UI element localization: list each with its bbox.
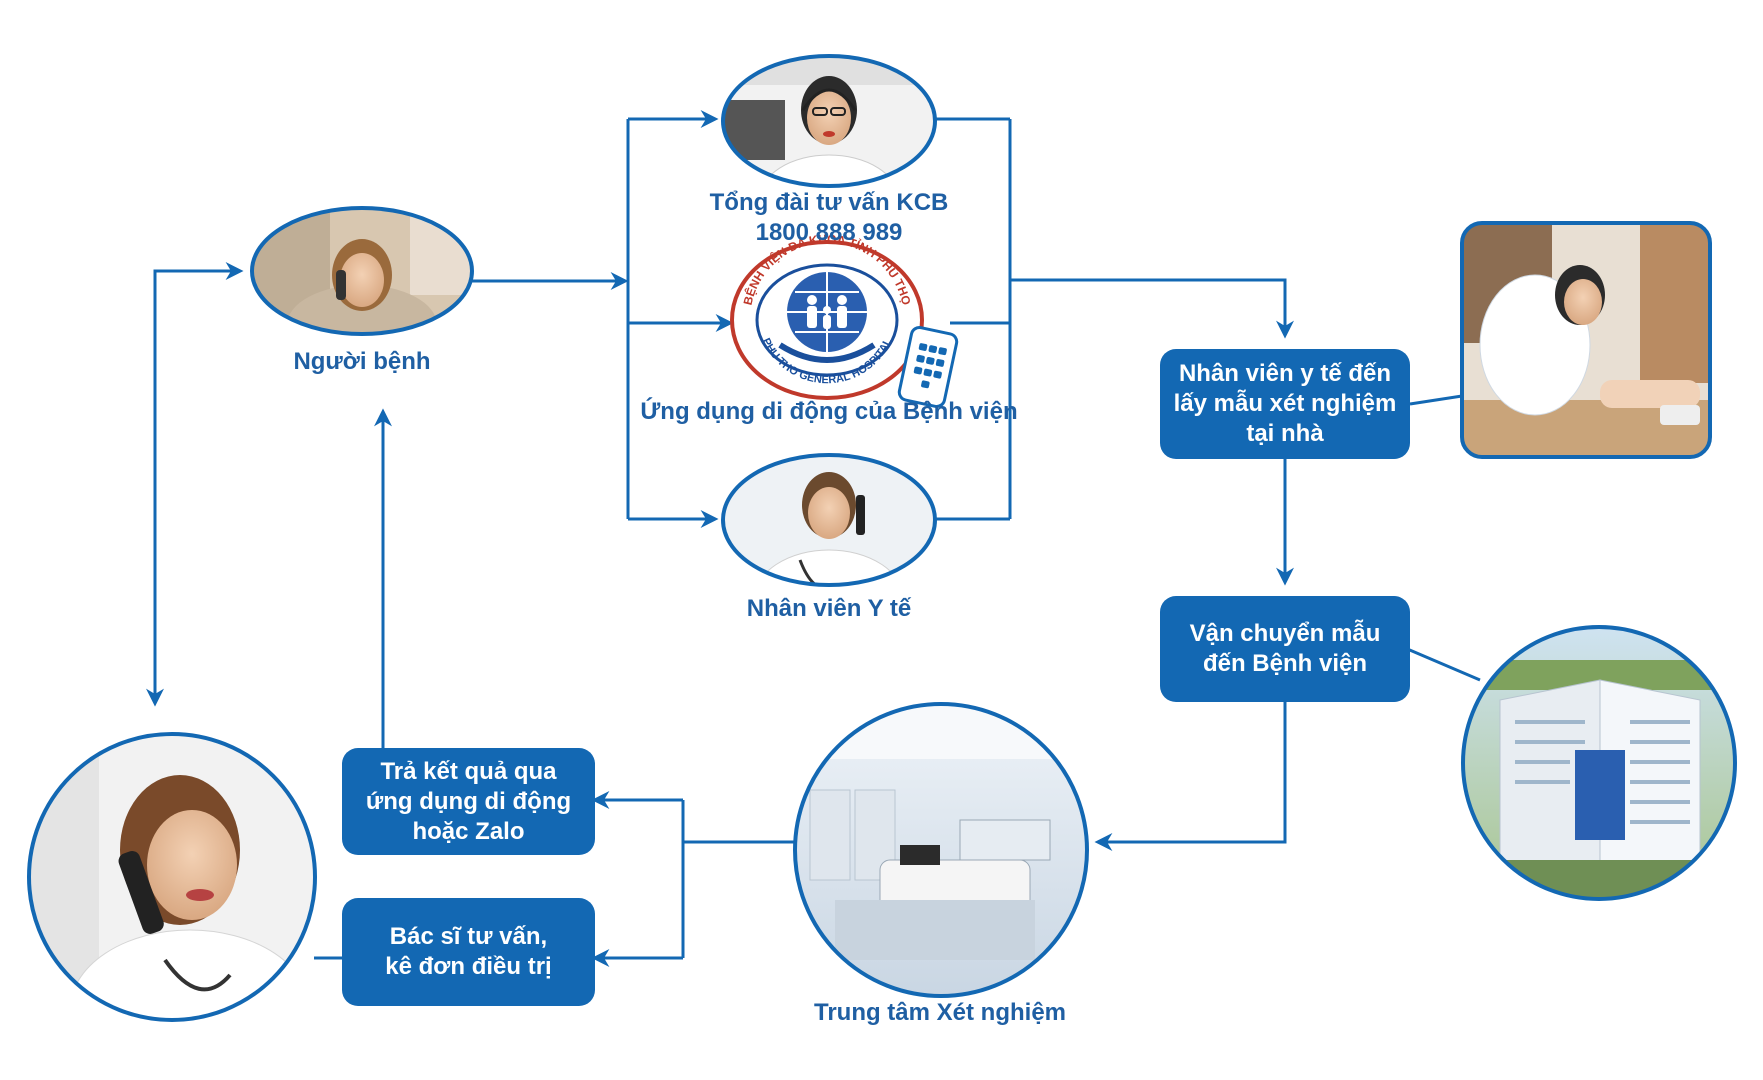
link-home-sampling-photo (1409, 394, 1463, 406)
laboratory-icon (793, 702, 1089, 998)
medical-staff-label: Nhân viên Y tế (746, 595, 912, 622)
return-results-line1: Trả kết quả qua (380, 757, 557, 785)
transport-line2: đến Bệnh viện (1202, 650, 1367, 677)
nurse-drawing-blood-icon (1460, 221, 1712, 459)
doctor-consult-box: Bác sĩ tư vấn, kê đơn điều trị (342, 898, 595, 1006)
doctor-on-phone-icon (27, 732, 317, 1022)
headset-operator-icon (721, 54, 937, 188)
arrow-to-lab (1094, 702, 1287, 851)
home-sampling-line1: Nhân viên y tế đến (1178, 360, 1392, 387)
transport-line1: Vận chuyển mẫu (1189, 620, 1381, 647)
hotline-label: Tổng đài tư vấn KCB 1800 888 989 (679, 188, 979, 248)
hospital-building-icon (1461, 625, 1737, 901)
nurse-on-phone-icon (721, 453, 937, 587)
return-results-box: Trả kết quả qua ứng dụng di động hoặc Za… (342, 748, 595, 855)
arrow-doctor-patient-loop (146, 262, 244, 707)
home-sampling-line2: lấy mẫu xét nghiệm (1173, 390, 1397, 417)
hospital-logo-icon: BỆNH VIỆN ĐA KHOA TỈNH PHÚ THỌ PHU THO G… (730, 232, 924, 400)
link-transport-photo (1404, 646, 1481, 682)
home-sampling-line3: tại nhà (1246, 420, 1324, 447)
home-sampling-box: Nhân viên y tế đến lấy mẫu xét nghiệm tạ… (1160, 349, 1410, 459)
hotline-label-line1: Tổng đài tư vấn KCB (709, 189, 949, 216)
doctor-consult-line1: Bác sĩ tư vấn, (389, 923, 548, 950)
return-results-line3: hoặc Zalo (412, 817, 525, 845)
hotline-number: 1800 888 989 (755, 219, 903, 246)
mobile-phone-icon (897, 326, 959, 408)
arrow-to-home-sampling (1010, 278, 1294, 339)
transport-box: Vận chuyển mẫu đến Bệnh viện (1160, 596, 1410, 702)
patient-label: Người bệnh (293, 348, 431, 375)
return-results-line2: ứng dụng di động (365, 787, 572, 815)
mobile-app-label: Ứng dụng di động của Bệnh viện (640, 398, 1018, 425)
lab-center-label: Trung tâm Xét nghiệm (813, 999, 1067, 1026)
doctor-consult-line2: kê đơn điều trị (385, 953, 552, 980)
person-on-phone-icon (250, 206, 474, 336)
connector-lines (146, 110, 1481, 967)
